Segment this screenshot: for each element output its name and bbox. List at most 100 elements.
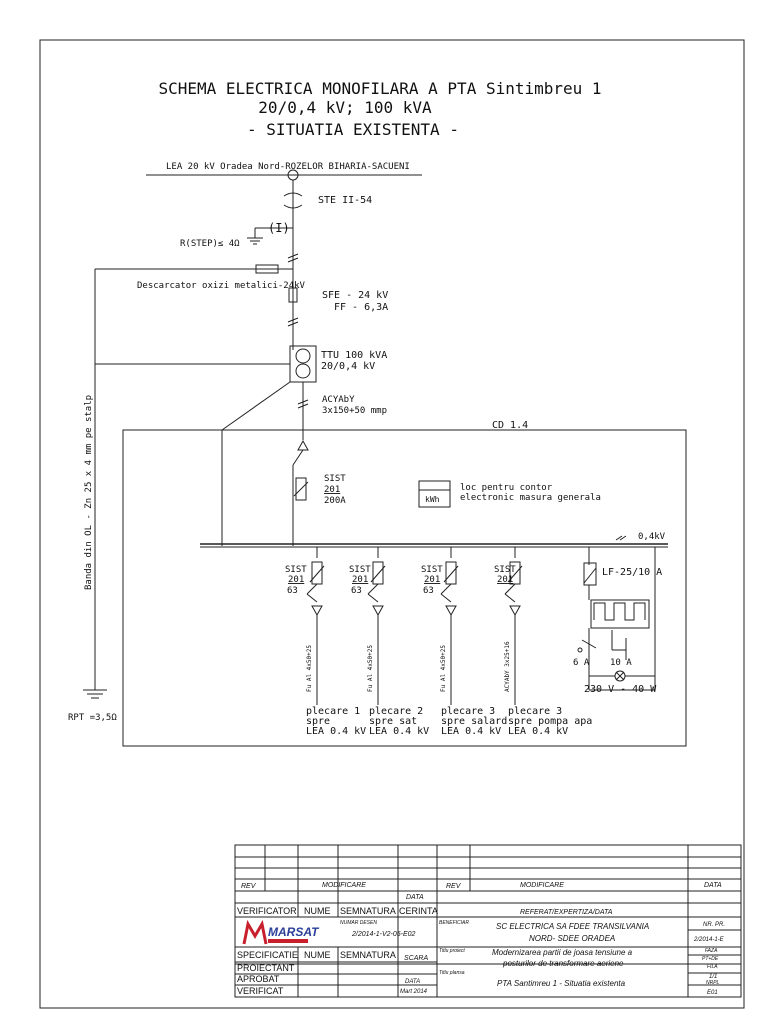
title-line-3: - SITUATIA EXISTENTA - — [247, 120, 459, 139]
rpt-label: RPT =3,5Ω — [68, 713, 117, 723]
logo-mark-icon — [242, 919, 268, 945]
ground-r-label: R(STEP)≤ 4Ω — [180, 239, 240, 249]
tb-rev-2: REV — [446, 883, 462, 890]
tb-titlu-proiect-lbl: Titlu proiect — [439, 948, 465, 954]
tb-beneficiar-2: NORD- SDEE ORADEA — [529, 934, 615, 943]
feeder-sist-num: 201 — [352, 575, 368, 585]
feeder-arrow — [509, 605, 521, 617]
ttu-label-1: TTU 100 kVA — [321, 350, 387, 361]
main-sist-fuse — [295, 477, 307, 501]
feeder-label-2: spre sat — [369, 716, 417, 727]
main-sist-label: SIST — [324, 474, 346, 484]
tb-logo: MARSAT — [268, 925, 320, 939]
title-line-2: 20/0,4 kV; 100 kVA — [258, 98, 432, 117]
tb-data-1: DATA — [406, 894, 424, 901]
i-label: (I) — [268, 221, 290, 235]
fuse-6a-label: 6 A — [573, 658, 590, 668]
feeder-amp: 63 — [423, 586, 434, 596]
tb-data-val: Mart 2014 — [400, 989, 428, 995]
tb-aprobat: APROBAT — [237, 974, 280, 984]
main-sist-num: 201 — [324, 485, 340, 495]
feeder-sist: SIST — [494, 565, 516, 575]
feeder-label-2: spre — [306, 716, 330, 727]
ttu-label-2: 20/0,4 kV — [321, 361, 375, 372]
tb-nr-pr: 2/2014-1-E — [693, 937, 725, 943]
tb-nr-pr-lbl: NR. PR. — [703, 922, 725, 928]
tb-titlu-plansa: PTA Santimreu 1 - Situatia existenta — [497, 979, 626, 988]
feeder-fuse — [372, 561, 384, 585]
tb-data-3: DATA — [405, 979, 420, 985]
feeder-sist: SIST — [285, 565, 307, 575]
logo-bar — [268, 939, 308, 943]
tb-nrpl-lbl: NRPL — [706, 980, 720, 986]
tb-semnatura: SEMNATURA — [340, 906, 396, 916]
tb-faza-lbl: FAZA — [705, 948, 718, 954]
feeder-label-2: spre salard — [441, 716, 507, 727]
fuse-10a-label: 10 A — [610, 658, 632, 668]
feeder-arrow — [311, 605, 323, 617]
feeder-label-2: spre pompa apa — [508, 716, 592, 727]
sfe-label-1: SFE - 24 kV — [322, 290, 388, 301]
meter-box-label: kWh — [425, 495, 440, 504]
feeder-fuse — [311, 561, 323, 585]
feeder-label-1: plecare 3 — [441, 706, 495, 717]
feeder-label-1: plecare 1 — [306, 706, 360, 717]
feeder-sist: SIST — [349, 565, 371, 575]
feeder-amp: 63 — [351, 586, 362, 596]
tb-beneficiar-lbl: BENEFICIAR — [439, 920, 469, 926]
feeder-sist-num: 201 — [288, 575, 304, 585]
tb-modificare-2: MODIFICARE — [520, 882, 564, 889]
descarcator-label: Descarcator oxizi metalici-24kV — [137, 281, 306, 291]
tb-referat: REFERAT/EXPERTIZA/DATA — [520, 909, 613, 916]
feeder-cable: ACYAbY 3x25+16 — [504, 641, 511, 692]
lf-label: LF-25/10 A — [602, 567, 662, 578]
feeder-sist-num: 201 — [424, 575, 440, 585]
fuse-sfe — [288, 287, 298, 303]
tb-proiectant: PROIECTANT — [237, 963, 295, 973]
meter-box — [418, 480, 451, 508]
feeder-fuse — [445, 561, 457, 585]
tb-scara: SCARA — [404, 955, 428, 962]
feeder-label-3: LEA 0.4 kV — [306, 726, 366, 737]
tb-data-2: DATA — [704, 882, 722, 889]
tb-nume: NUME — [304, 906, 331, 916]
tb-numar-desen: 2/2014-1-V2-05-E02 — [351, 931, 416, 938]
tb-faza: PT+DE — [702, 956, 719, 962]
sheet-border — [39, 39, 745, 1009]
tb-modificare: MODIFICARE — [322, 882, 366, 889]
feeder-arrow — [372, 605, 384, 617]
cable-label-2: 3x150+50 mmp — [322, 406, 387, 416]
tb-numar-desen-lbl: NUMAR DESEN — [340, 920, 377, 926]
feeder-label-3: LEA 0.4 kV — [508, 726, 568, 737]
lf-fuse — [583, 562, 597, 586]
tb-fila-lbl: FILA — [707, 964, 718, 970]
feeder-arrow — [445, 605, 457, 617]
schematic-lines — [83, 169, 687, 747]
tb-titlu-proiect-2: posturilor de transformare aeriene — [502, 959, 624, 968]
title-block-text: REV MODIFICARE DATA REV MODIFICARE DATA … — [237, 882, 725, 996]
tb-titlu-plansa-lbl: Titlu plansa — [439, 970, 465, 976]
title-block — [234, 844, 742, 998]
cd-box — [122, 429, 687, 747]
cd-label: CD 1.4 — [492, 420, 528, 431]
timer-waveform — [593, 602, 646, 621]
bus-voltage: 0,4kV — [638, 532, 666, 542]
feeder-label-3: LEA 0.4 kV — [441, 726, 501, 737]
tb-rev: REV — [241, 883, 257, 890]
banda-label: Banda din OL - Zn 25 x 4 mm pe stalp — [84, 395, 94, 590]
tb-verificat: VERIFICAT — [237, 986, 284, 996]
lamp-label: 230 V - 40 W — [584, 684, 657, 695]
feeder-label-3: LEA 0.4 kV — [369, 726, 429, 737]
cable-label-1: ACYAbY — [322, 395, 355, 405]
meter-label-1: loc pentru contor — [460, 483, 553, 493]
tb-semnatura-2: SEMNATURA — [340, 950, 396, 960]
tb-verificator: VERIFICATOR — [237, 906, 297, 916]
title-line-1: SCHEMA ELECTRICA MONOFILARA A PTA Sintim… — [158, 79, 601, 98]
feeder-label-1: plecare 3 — [508, 706, 562, 717]
surge-arrester — [255, 264, 279, 274]
